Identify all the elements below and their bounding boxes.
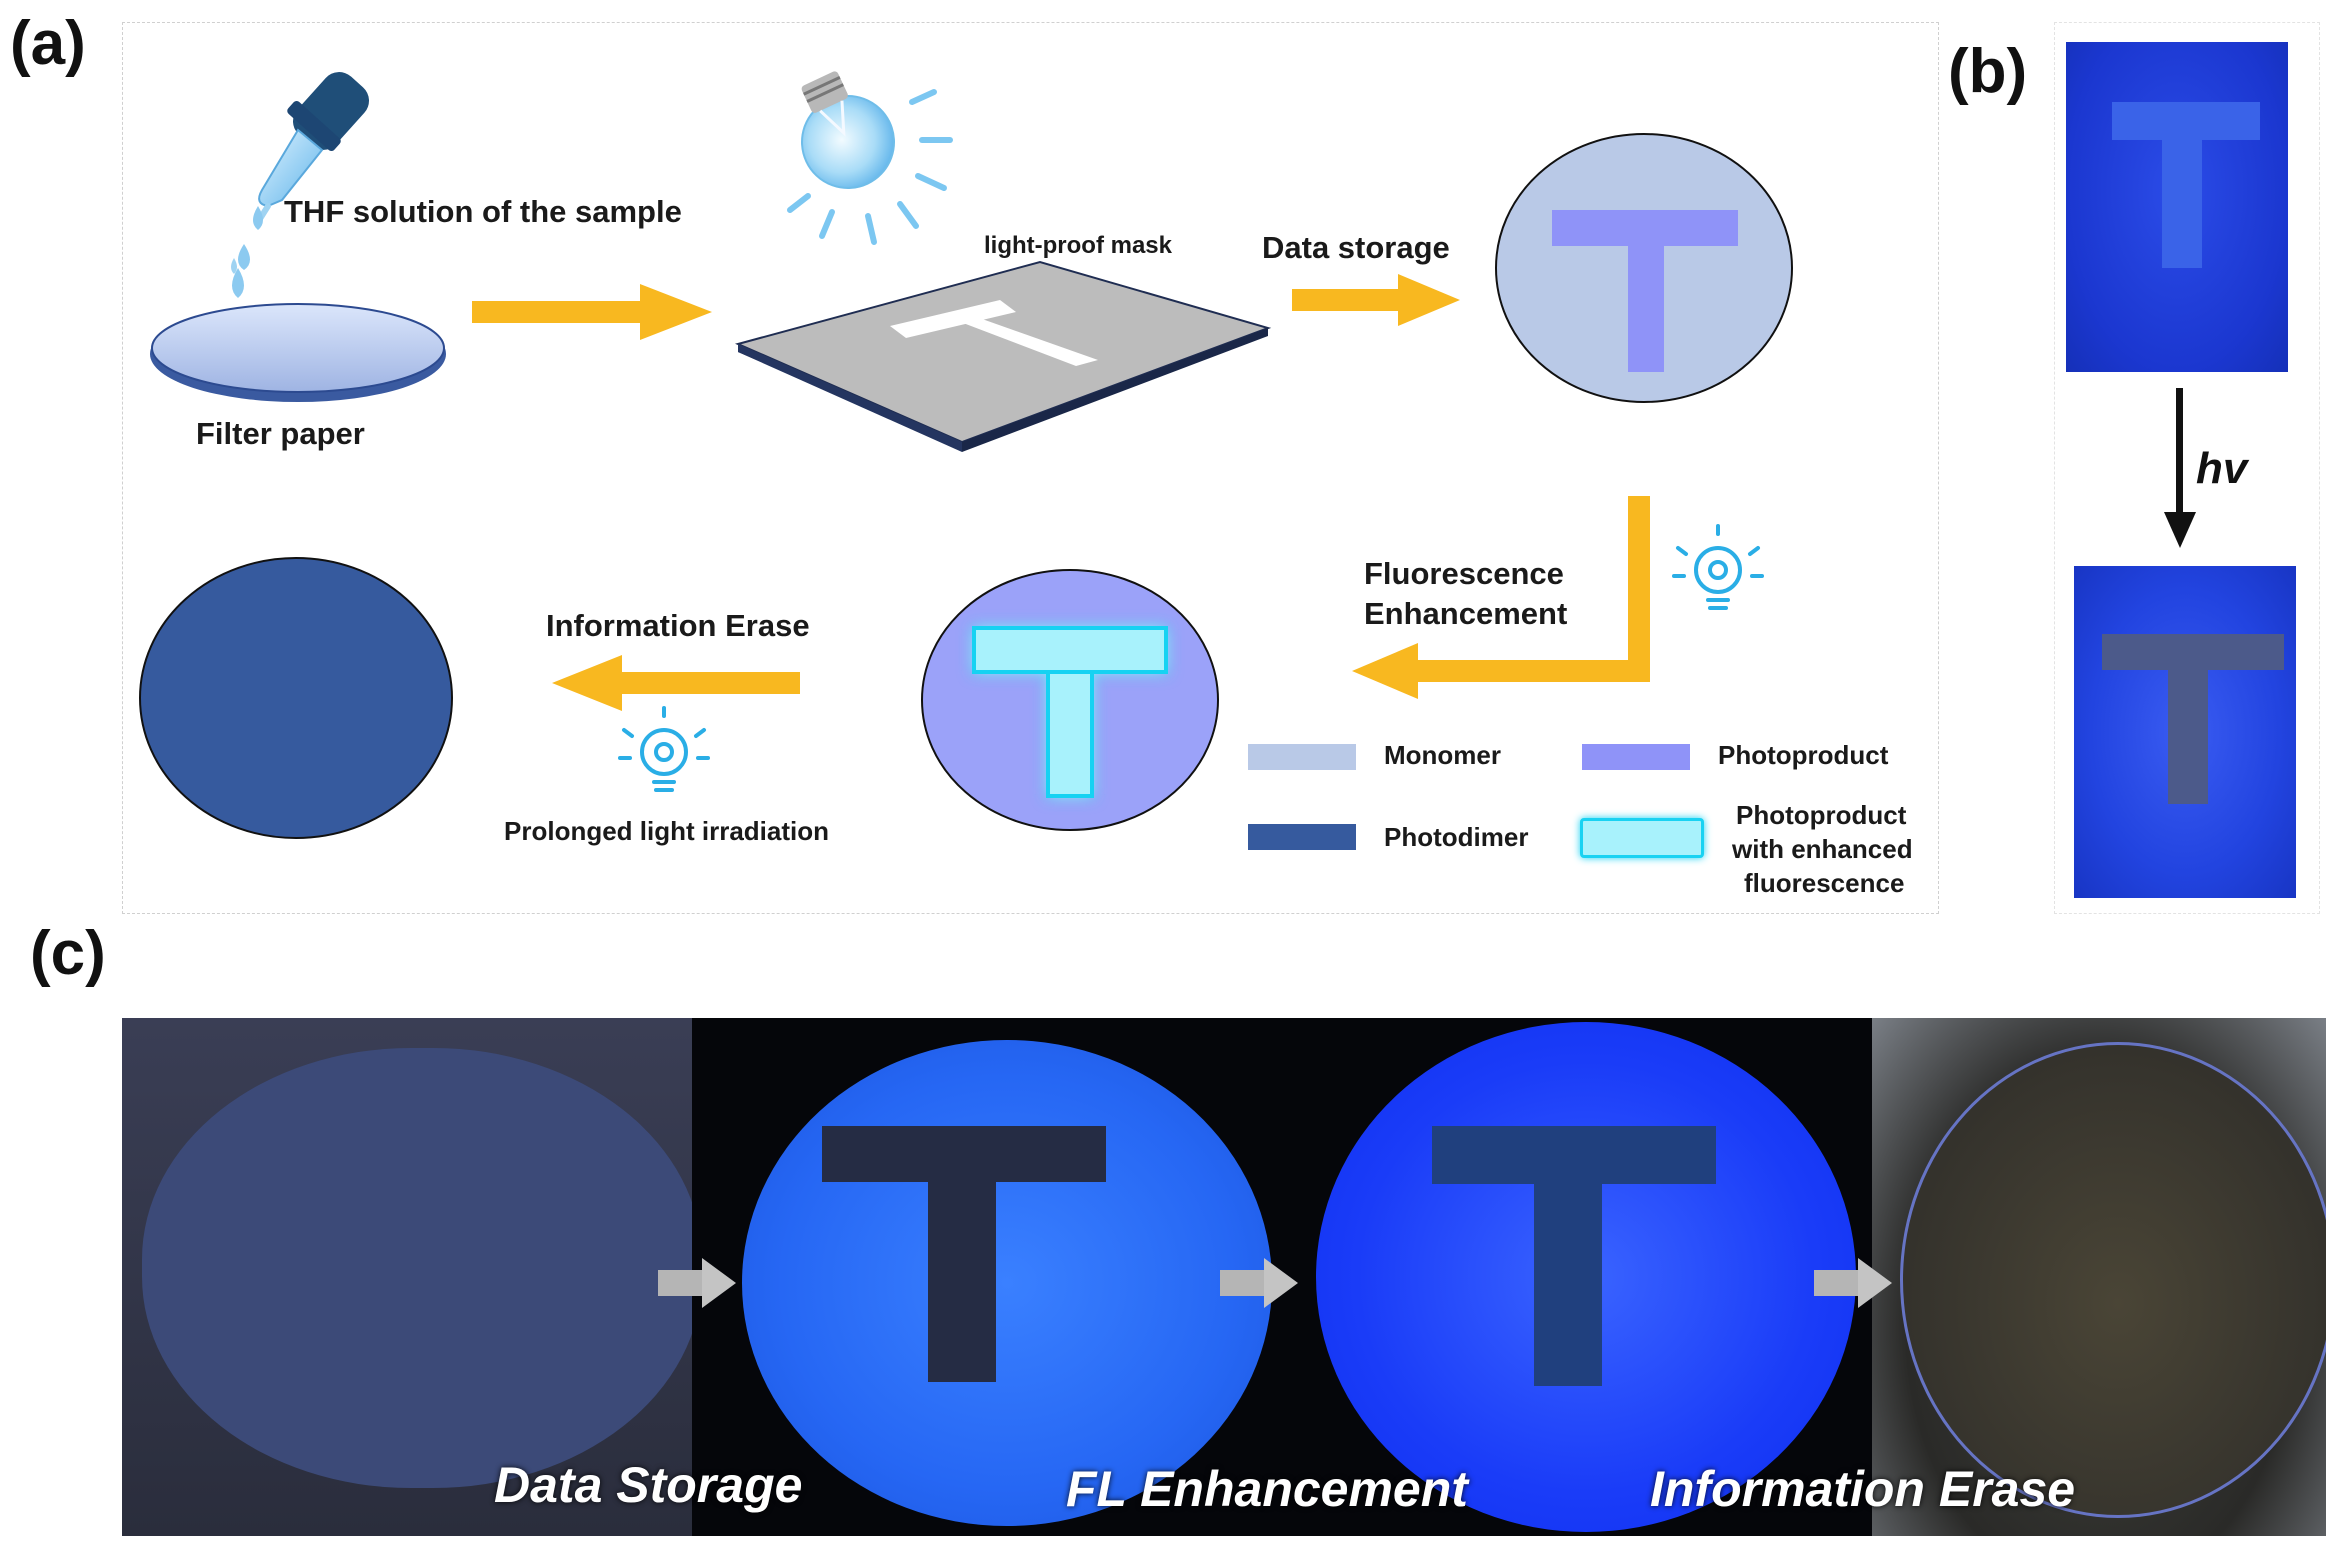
storage-disc (1495, 133, 1793, 403)
gray-arrow-icon (1814, 1258, 1892, 1308)
filter-label: Filter paper (196, 416, 365, 451)
panel-a-diagram (139, 71, 1793, 839)
bulb-idea-icon (618, 706, 710, 792)
bulb-idea-icon (1672, 524, 1764, 610)
legend-swatch-photoproduct (1582, 744, 1690, 770)
legend-label-enhanced-2: with enhanced (1732, 834, 1913, 864)
arrow-fluorescence (1352, 496, 1650, 699)
sample-label: THF solution of the sample (284, 194, 682, 229)
gray-arrow-icon (1220, 1258, 1298, 1308)
photo-data-storage (122, 1018, 702, 1536)
droplet-icon (232, 268, 244, 298)
panel-label-c: (c) (30, 919, 106, 988)
panel-label-b: (b) (1948, 37, 2028, 106)
droplet-icon (253, 206, 263, 230)
photodimer-disc (139, 557, 453, 839)
fluorescence-label-1: Fluorescence (1364, 556, 1564, 591)
erase-label: Information Erase (546, 608, 810, 643)
photo-strip: Data Storage FL Enhancement Information … (122, 1018, 2326, 1536)
panel-label-a: (a) (10, 9, 86, 78)
photo-info-erase (1872, 1018, 2326, 1536)
droplet-icon (238, 244, 250, 270)
data-storage-label: Data storage (1262, 230, 1450, 265)
photo-fl-enhancement (1312, 1018, 1872, 1536)
arrow-to-storage (1292, 274, 1460, 326)
light-proof-mask (734, 260, 1272, 452)
light-bulb-icon (801, 71, 895, 189)
photo-before (2066, 42, 2288, 372)
mask-label: light-proof mask (984, 232, 1173, 259)
fluorescence-label-2: Enhancement (1364, 596, 1568, 631)
caption-fl-enhancement: FL Enhancement (1066, 1461, 1468, 1517)
caption-information-erase: Information Erase (1650, 1461, 2076, 1517)
legend-label-enhanced-1: Photoproduct (1736, 800, 1907, 830)
legend-label-enhanced-3: fluorescence (1744, 868, 1905, 898)
legend-label-monomer: Monomer (1384, 740, 1501, 770)
legend-swatch-enhanced (1580, 818, 1704, 858)
photo-after-uv (692, 1018, 1312, 1536)
photo-after (2074, 566, 2296, 898)
droplet-icon (231, 258, 237, 274)
legend-swatch-photodimer (1248, 824, 1356, 850)
gray-arrow-icon (658, 1258, 736, 1308)
arrow-to-mask (472, 284, 712, 340)
enhanced-disc (921, 569, 1219, 831)
hv-arrow (2164, 388, 2196, 548)
arrow-erase (552, 655, 800, 711)
legend-label-photodimer: Photodimer (1384, 822, 1529, 852)
legend-label-photoproduct: Photoproduct (1718, 740, 1889, 770)
legend-swatch-monomer (1248, 744, 1356, 770)
light-rays (787, 89, 953, 245)
hv-label: hv (2196, 444, 2248, 493)
dropper-icon (255, 72, 369, 225)
prolonged-label: Prolonged light irradiation (504, 816, 829, 846)
caption-data-storage: Data Storage (494, 1457, 803, 1513)
